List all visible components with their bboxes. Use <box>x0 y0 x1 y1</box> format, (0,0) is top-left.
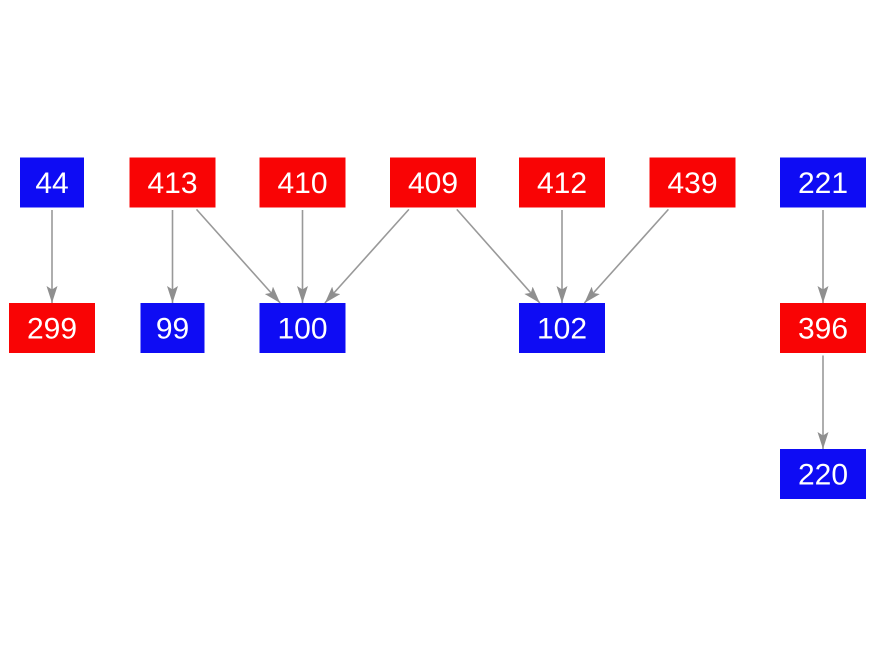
node-221: 221 <box>780 157 866 208</box>
edge-409-100 <box>324 208 410 304</box>
edge-413-100 <box>195 208 281 304</box>
node-102: 102 <box>519 303 605 353</box>
node-box-396 <box>780 303 866 353</box>
node-box-220 <box>780 449 866 499</box>
node-410: 410 <box>259 157 346 208</box>
node-396: 396 <box>780 303 866 353</box>
node-label-44: 44 <box>35 167 68 200</box>
node-box-44 <box>20 157 84 208</box>
node-label-413: 413 <box>147 167 197 200</box>
node-299: 299 <box>9 303 95 353</box>
node-label-220: 220 <box>798 459 848 492</box>
node-box-413 <box>129 157 216 208</box>
node-439: 439 <box>649 157 736 208</box>
edge-439-102 <box>583 208 669 304</box>
node-label-439: 439 <box>667 167 717 200</box>
node-box-221 <box>780 157 866 208</box>
node-label-409: 409 <box>408 167 458 200</box>
node-box-439 <box>649 157 736 208</box>
node-220: 220 <box>780 449 866 499</box>
node-label-99: 99 <box>156 313 189 346</box>
edge-409-102 <box>456 208 541 304</box>
node-label-412: 412 <box>537 167 587 200</box>
node-label-102: 102 <box>537 313 587 346</box>
node-99: 99 <box>140 303 205 353</box>
node-412: 412 <box>519 157 605 208</box>
node-box-412 <box>519 157 605 208</box>
node-label-299: 299 <box>27 313 77 346</box>
node-label-410: 410 <box>277 167 327 200</box>
node-box-410 <box>259 157 346 208</box>
node-box-299 <box>9 303 95 353</box>
node-label-100: 100 <box>277 313 327 346</box>
node-box-99 <box>140 303 205 353</box>
node-box-102 <box>519 303 605 353</box>
node-100: 100 <box>259 303 346 353</box>
node-label-396: 396 <box>798 313 848 346</box>
node-413: 413 <box>129 157 216 208</box>
node-44: 44 <box>20 157 84 208</box>
node-box-409 <box>390 157 476 208</box>
node-label-221: 221 <box>798 167 848 200</box>
node-box-100 <box>259 303 346 353</box>
node-409: 409 <box>390 157 476 208</box>
